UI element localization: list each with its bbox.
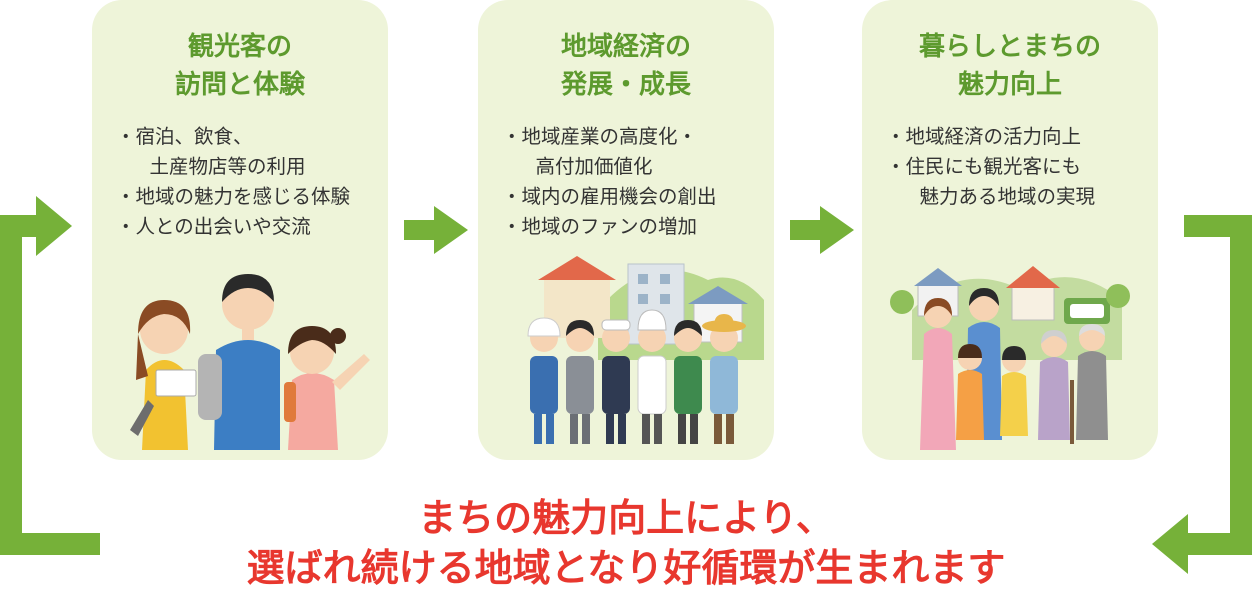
card-title: 暮らしとまちの 魅力向上: [862, 28, 1158, 104]
card-community-appeal: 暮らしとまちの 魅力向上 ・地域経済の活力向上 ・住民にも観光客にも 魅力ある地…: [862, 0, 1158, 460]
card-tourist-visit: 観光客の 訪問と体験 ・宿泊、飲食、 土産物店等の利用 ・地域の魅力を感じる体験…: [92, 0, 388, 460]
footer-message-line1: まちの魅力向上により、: [418, 496, 834, 540]
bullet-item: ・地域経済の活力向上: [886, 125, 1082, 148]
flow-arrow-1: [404, 206, 468, 254]
card-title-line1: 暮らしとまちの: [918, 32, 1101, 62]
bullet-item: ・宿泊、飲食、 土産物店等の利用: [116, 125, 306, 178]
loop-arrow-right: [1152, 215, 1252, 574]
bullet-list: ・地域産業の高度化・ 高付加価値化 ・域内の雇用機会の創出 ・地域のファンの増加: [502, 122, 762, 242]
bullet-item: ・人との出会いや交流: [116, 215, 311, 238]
card-title-line1: 観光客の: [187, 32, 292, 62]
loop-arrow-left: [0, 196, 100, 555]
card-title-line2: 発展・成長: [560, 70, 691, 100]
bullet-item: ・住民にも観光客にも 魅力ある地域の実現: [886, 155, 1096, 208]
card-title-line1: 地域経済の: [560, 32, 691, 62]
bullet-list: ・宿泊、飲食、 土産物店等の利用 ・地域の魅力を感じる体験 ・人との出会いや交流: [116, 122, 376, 242]
residents-community-illustration: [890, 266, 1130, 450]
local-workers-illustration: [527, 256, 764, 444]
card-title: 地域経済の 発展・成長: [478, 28, 774, 104]
tourist-family-illustration: [130, 274, 370, 450]
footer-message-line2: 選ばれ続ける地域となり好循環が生まれます: [246, 546, 1006, 590]
card-local-economy: 地域経済の 発展・成長 ・地域産業の高度化・ 高付加価値化 ・域内の雇用機会の創…: [478, 0, 774, 460]
bullet-item: ・地域のファンの増加: [502, 215, 698, 238]
flow-arrow-2: [790, 206, 854, 254]
bullet-list: ・地域経済の活力向上 ・住民にも観光客にも 魅力ある地域の実現: [886, 122, 1146, 212]
bullet-item: ・地域の魅力を感じる体験: [116, 185, 351, 208]
bullet-item: ・地域産業の高度化・ 高付加価値化: [502, 125, 698, 178]
card-title: 観光客の 訪問と体験: [92, 28, 388, 104]
card-title-line2: 魅力向上: [957, 70, 1062, 100]
bullet-item: ・域内の雇用機会の創出: [502, 185, 717, 208]
card-title-line2: 訪問と体験: [174, 70, 305, 100]
